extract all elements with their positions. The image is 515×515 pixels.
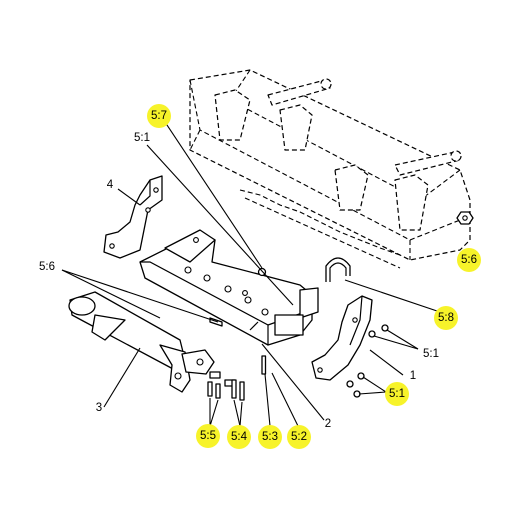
callout-5-3-label: 5:3 <box>262 431 278 443</box>
callout-1: 1 <box>410 370 416 382</box>
callout-5-1-bottom-label: 5:1 <box>389 388 405 400</box>
callout-5-7-label: 5:7 <box>151 110 167 122</box>
callout-5-1-right: 5:1 <box>423 348 439 360</box>
callout-5-6-left: 5:6 <box>39 261 55 273</box>
callout-5-1-bottom: 5:1 <box>385 382 409 406</box>
callout-3-label: 3 <box>96 402 102 414</box>
callout-5-3: 5:3 <box>258 425 282 449</box>
part-2-receiver-frame <box>139 229 319 346</box>
callout-5-1-top: 5:1 <box>134 132 150 144</box>
callout-1-label: 1 <box>410 370 416 382</box>
part-3-draw-bar <box>68 291 236 393</box>
callout-5-6-left-label: 5:6 <box>39 261 55 273</box>
leader-lines <box>61 121 441 427</box>
callout-5-6-right-label: 5:6 <box>461 254 477 266</box>
callout-2-label: 2 <box>325 418 331 430</box>
part-4-left-bracket <box>103 175 163 259</box>
bumper-frame-dashed <box>189 69 471 269</box>
callout-2: 2 <box>325 418 331 430</box>
callout-4: 4 <box>107 179 114 191</box>
callout-5-1-top-label: 5:1 <box>134 132 150 144</box>
callout-5-2-label: 5:2 <box>291 431 307 443</box>
callout-3: 3 <box>96 402 102 414</box>
callout-5-4-label: 5:4 <box>231 431 248 443</box>
callout-5-4: 5:4 <box>227 425 251 449</box>
callout-5-2: 5:2 <box>287 425 311 449</box>
callout-5-5-label: 5:5 <box>200 430 216 442</box>
callout-5-8: 5:8 <box>434 306 458 330</box>
callout-5-6-right: 5:6 <box>457 248 481 272</box>
callout-5-8-label: 5:8 <box>438 312 454 324</box>
callout-4-label: 4 <box>107 179 114 191</box>
part-1-right-bracket <box>311 295 373 381</box>
callout-5-5: 5:5 <box>196 424 220 448</box>
callout-5-7: 5:7 <box>147 104 171 128</box>
callout-5-1-right-label: 5:1 <box>423 348 439 360</box>
